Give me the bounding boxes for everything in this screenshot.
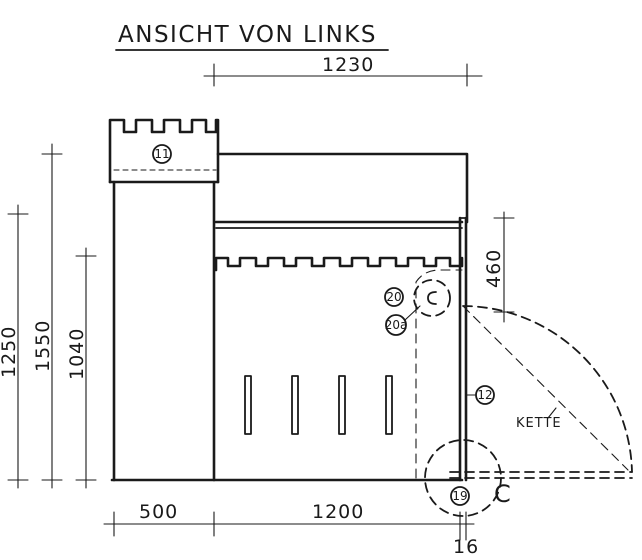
part-19-label: 19 bbox=[452, 489, 467, 503]
hinge-detail: 20 20a bbox=[384, 279, 451, 336]
part-20-callout bbox=[384, 287, 404, 307]
dimension-label-1550: 1550 bbox=[32, 320, 54, 372]
roof-block bbox=[214, 152, 469, 229]
drawing-title: ANSICHT VON LINKS bbox=[118, 22, 377, 48]
part-19-callout bbox=[450, 486, 470, 506]
dimension-door: 460 bbox=[483, 211, 515, 323]
part-11-callout bbox=[152, 144, 172, 164]
dimension-label-1250: 1250 bbox=[0, 326, 20, 378]
roof-outline bbox=[216, 152, 469, 224]
dimension-top: 1230 bbox=[203, 54, 483, 87]
dimension-label-500: 500 bbox=[139, 501, 178, 523]
tower: 11 bbox=[108, 118, 220, 482]
part-12-label: 12 bbox=[477, 388, 492, 402]
dimension-label-460: 460 bbox=[483, 249, 505, 288]
drawbridge: 12 KETTE bbox=[449, 216, 633, 482]
dimension-bottom: 500 1200 16 bbox=[103, 501, 479, 558]
wall-window bbox=[385, 375, 393, 435]
detail-c-label: C bbox=[494, 480, 511, 508]
dimension-label-top: 1230 bbox=[322, 54, 374, 76]
leader-20a bbox=[404, 305, 421, 321]
wall-battlement bbox=[214, 256, 464, 272]
wall-window bbox=[291, 375, 299, 435]
hinge-detail-circle bbox=[413, 279, 451, 317]
part-20-label: 20 bbox=[386, 290, 401, 304]
hinge-hook bbox=[427, 291, 437, 305]
chain-label: KETTE bbox=[516, 416, 562, 431]
wall-window bbox=[338, 375, 346, 435]
dimension-left: 1250 1550 1040 bbox=[0, 143, 97, 489]
part-11-label: 11 bbox=[154, 147, 169, 161]
dimension-label-16: 16 bbox=[453, 536, 479, 558]
part-20a-label: 20a bbox=[385, 318, 408, 332]
chain-line bbox=[462, 305, 629, 471]
part-20a-callout bbox=[385, 314, 407, 336]
dimension-label-1200: 1200 bbox=[312, 501, 364, 523]
dimension-label-1040: 1040 bbox=[66, 328, 88, 380]
detail-c-circle bbox=[424, 439, 502, 517]
bridge-swing-arc bbox=[462, 305, 633, 473]
chain-leader bbox=[547, 407, 557, 419]
tower-battlement bbox=[108, 118, 220, 184]
part-12-callout bbox=[475, 385, 495, 405]
castle-wall bbox=[214, 256, 464, 479]
door-hidden-outline bbox=[415, 269, 463, 479]
bottom-detail: 19 C bbox=[424, 439, 511, 517]
title-group: ANSICHT VON LINKS bbox=[115, 22, 389, 51]
wall-window bbox=[244, 375, 252, 435]
